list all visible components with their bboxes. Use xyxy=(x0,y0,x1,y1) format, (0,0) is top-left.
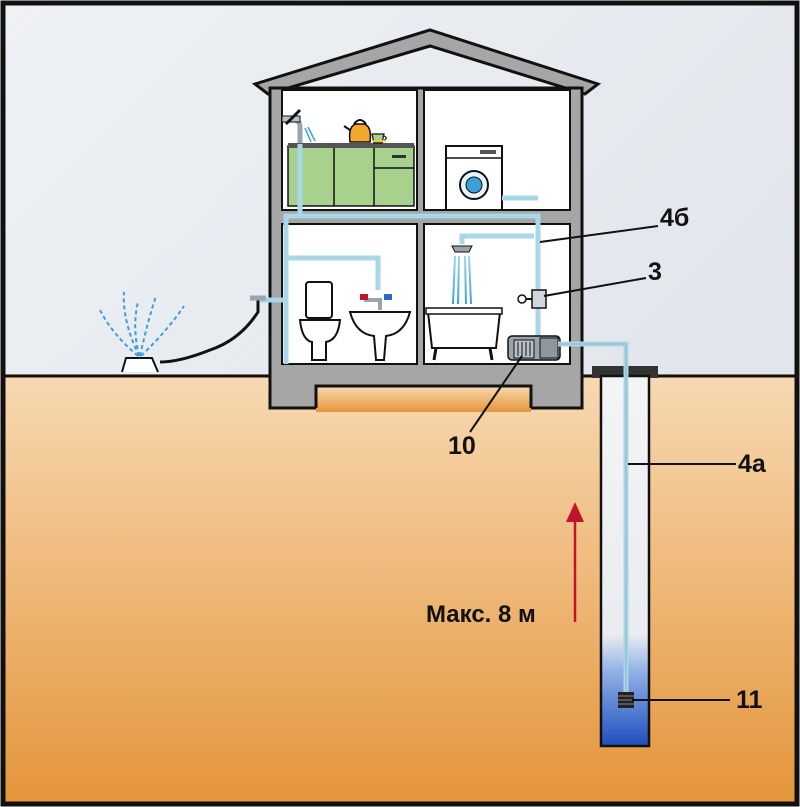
washing-machine-icon xyxy=(445,145,503,211)
faucet-icon xyxy=(281,108,316,143)
arrow-up-icon xyxy=(566,502,584,622)
foundation-gap xyxy=(316,386,531,412)
filter-icon xyxy=(618,692,634,708)
kitchen-cabinet xyxy=(287,143,415,207)
bathtub-icon xyxy=(425,307,503,361)
label-pump: 10 xyxy=(448,432,476,460)
kettle-icon xyxy=(343,119,372,143)
indoor-pipes xyxy=(260,144,541,364)
shower-icon xyxy=(451,233,534,305)
bathroom-room xyxy=(281,223,418,365)
label-max-depth: Макс. 8 м xyxy=(426,601,536,628)
sprinkler-icon xyxy=(99,291,266,373)
label-filter: 11 xyxy=(736,686,763,714)
label-pipe-well: 4а xyxy=(738,450,767,478)
pipe-well xyxy=(558,341,629,692)
valve-icon xyxy=(517,289,547,309)
pipe-main xyxy=(283,213,541,364)
pump-icon xyxy=(507,335,561,361)
callout-lines xyxy=(469,225,736,701)
cup-icon xyxy=(371,133,387,144)
label-valve: 3 xyxy=(648,258,662,286)
toilet-icon xyxy=(298,281,342,361)
soil-background xyxy=(3,374,797,804)
sink-icon xyxy=(348,294,412,361)
label-pipe-indoor: 4б xyxy=(660,204,689,232)
